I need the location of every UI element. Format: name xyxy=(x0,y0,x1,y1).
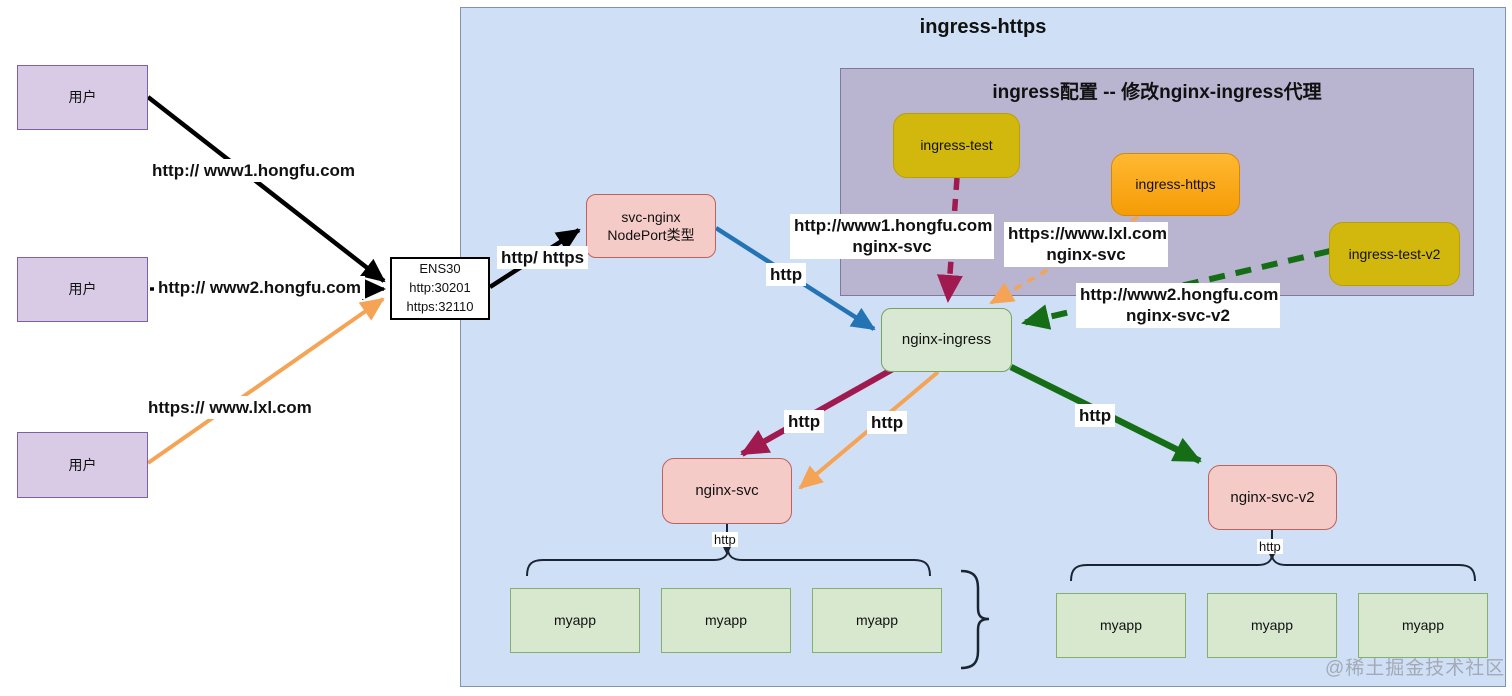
svc-nginx-type: NodePort类型 xyxy=(607,227,695,243)
ens30-name: ENS30 xyxy=(419,261,461,277)
node-user-1-label: 用户 xyxy=(68,89,97,106)
ingress-test-label: ingress-test xyxy=(920,137,993,154)
rule-label-www2-nginx-svc-v2: http://www2.hongfu.com nginx-svc-v2 xyxy=(1076,283,1280,328)
myapp-6-label: myapp xyxy=(1401,617,1445,634)
panel-title: ingress配置 -- 修改nginx-ingress代理 xyxy=(992,82,1322,103)
node-user-2: 用户 xyxy=(17,257,148,322)
rule3-host: http://www2.hongfu.com xyxy=(1080,285,1279,304)
cluster-title: ingress-https xyxy=(919,16,1047,38)
node-user-1: 用户 xyxy=(17,65,148,130)
ingress-https-label: ingress-https xyxy=(1135,176,1216,193)
edge-label-http-crimson: http xyxy=(784,410,825,434)
edge-label-http-svc: http xyxy=(712,532,738,547)
node-svc-nginx: svc-nginx NodePort类型 xyxy=(586,194,716,258)
edge-label-http-svc-v2: http xyxy=(1257,539,1283,554)
nginx-ingress-label: nginx-ingress xyxy=(901,331,992,349)
node-myapp-1: myapp xyxy=(510,588,640,653)
svc-nginx-name: svc-nginx xyxy=(621,208,681,225)
myapp-3-label: myapp xyxy=(855,612,899,629)
nginx-svc-label: nginx-svc xyxy=(695,482,759,500)
node-user-3: 用户 xyxy=(17,432,148,498)
nginx-svc-v2-label: nginx-svc-v2 xyxy=(1230,488,1315,506)
node-ingress-https: ingress-https xyxy=(1111,153,1240,216)
ens30-https-port: https:32110 xyxy=(406,298,474,314)
myapp-2-label: myapp xyxy=(704,612,748,629)
rule-label-www1-nginx-svc: http://www1.hongfu.com nginx-svc xyxy=(790,214,994,259)
rule1-target: nginx-svc xyxy=(852,237,932,257)
rule3-target: nginx-svc-v2 xyxy=(1126,306,1230,326)
myapp-5-label: myapp xyxy=(1250,617,1294,634)
node-ingress-test-v2: ingress-test-v2 xyxy=(1329,222,1460,286)
rule2-host: https://www.lxl.com xyxy=(1008,224,1167,243)
node-myapp-3: myapp xyxy=(812,588,942,653)
ens30-http-port: http:30201 xyxy=(409,280,471,296)
ingress-test-v2-label: ingress-test-v2 xyxy=(1348,245,1441,262)
node-ens30: ENS30 http:30201 https:32110 xyxy=(390,257,490,320)
node-nginx-svc-v2: nginx-svc-v2 xyxy=(1208,465,1337,530)
rule2-target: nginx-svc xyxy=(1046,245,1126,265)
edge-label-lxl: https:// www.lxl.com xyxy=(144,396,316,420)
edge-label-http-https: http/ https xyxy=(497,246,589,270)
node-user-2-label: 用户 xyxy=(68,281,97,298)
myapp-1-label: myapp xyxy=(553,612,597,629)
edge-label-http-blue: http xyxy=(766,263,807,287)
node-myapp-4: myapp xyxy=(1056,593,1186,658)
edge-label-www2: http:// www2.hongfu.com xyxy=(154,276,366,300)
node-ingress-test: ingress-test xyxy=(893,113,1020,178)
myapp-4-label: myapp xyxy=(1099,617,1143,634)
node-nginx-svc: nginx-svc xyxy=(662,458,792,524)
edge-label-http-green: http xyxy=(1075,404,1116,428)
node-nginx-ingress: nginx-ingress xyxy=(881,308,1012,372)
rule1-host: http://www1.hongfu.com xyxy=(794,216,993,235)
watermark: @稀土掘金技术社区 xyxy=(1325,658,1506,679)
node-user-3-label: 用户 xyxy=(68,456,97,473)
edge-label-http-orange: http xyxy=(867,411,908,435)
node-myapp-6: myapp xyxy=(1358,593,1488,658)
node-myapp-2: myapp xyxy=(661,588,791,653)
node-myapp-5: myapp xyxy=(1207,593,1337,658)
rule-label-lxl-nginx-svc: https://www.lxl.com nginx-svc xyxy=(1004,222,1168,267)
edge-label-www1: http:// www1.hongfu.com xyxy=(148,159,360,183)
